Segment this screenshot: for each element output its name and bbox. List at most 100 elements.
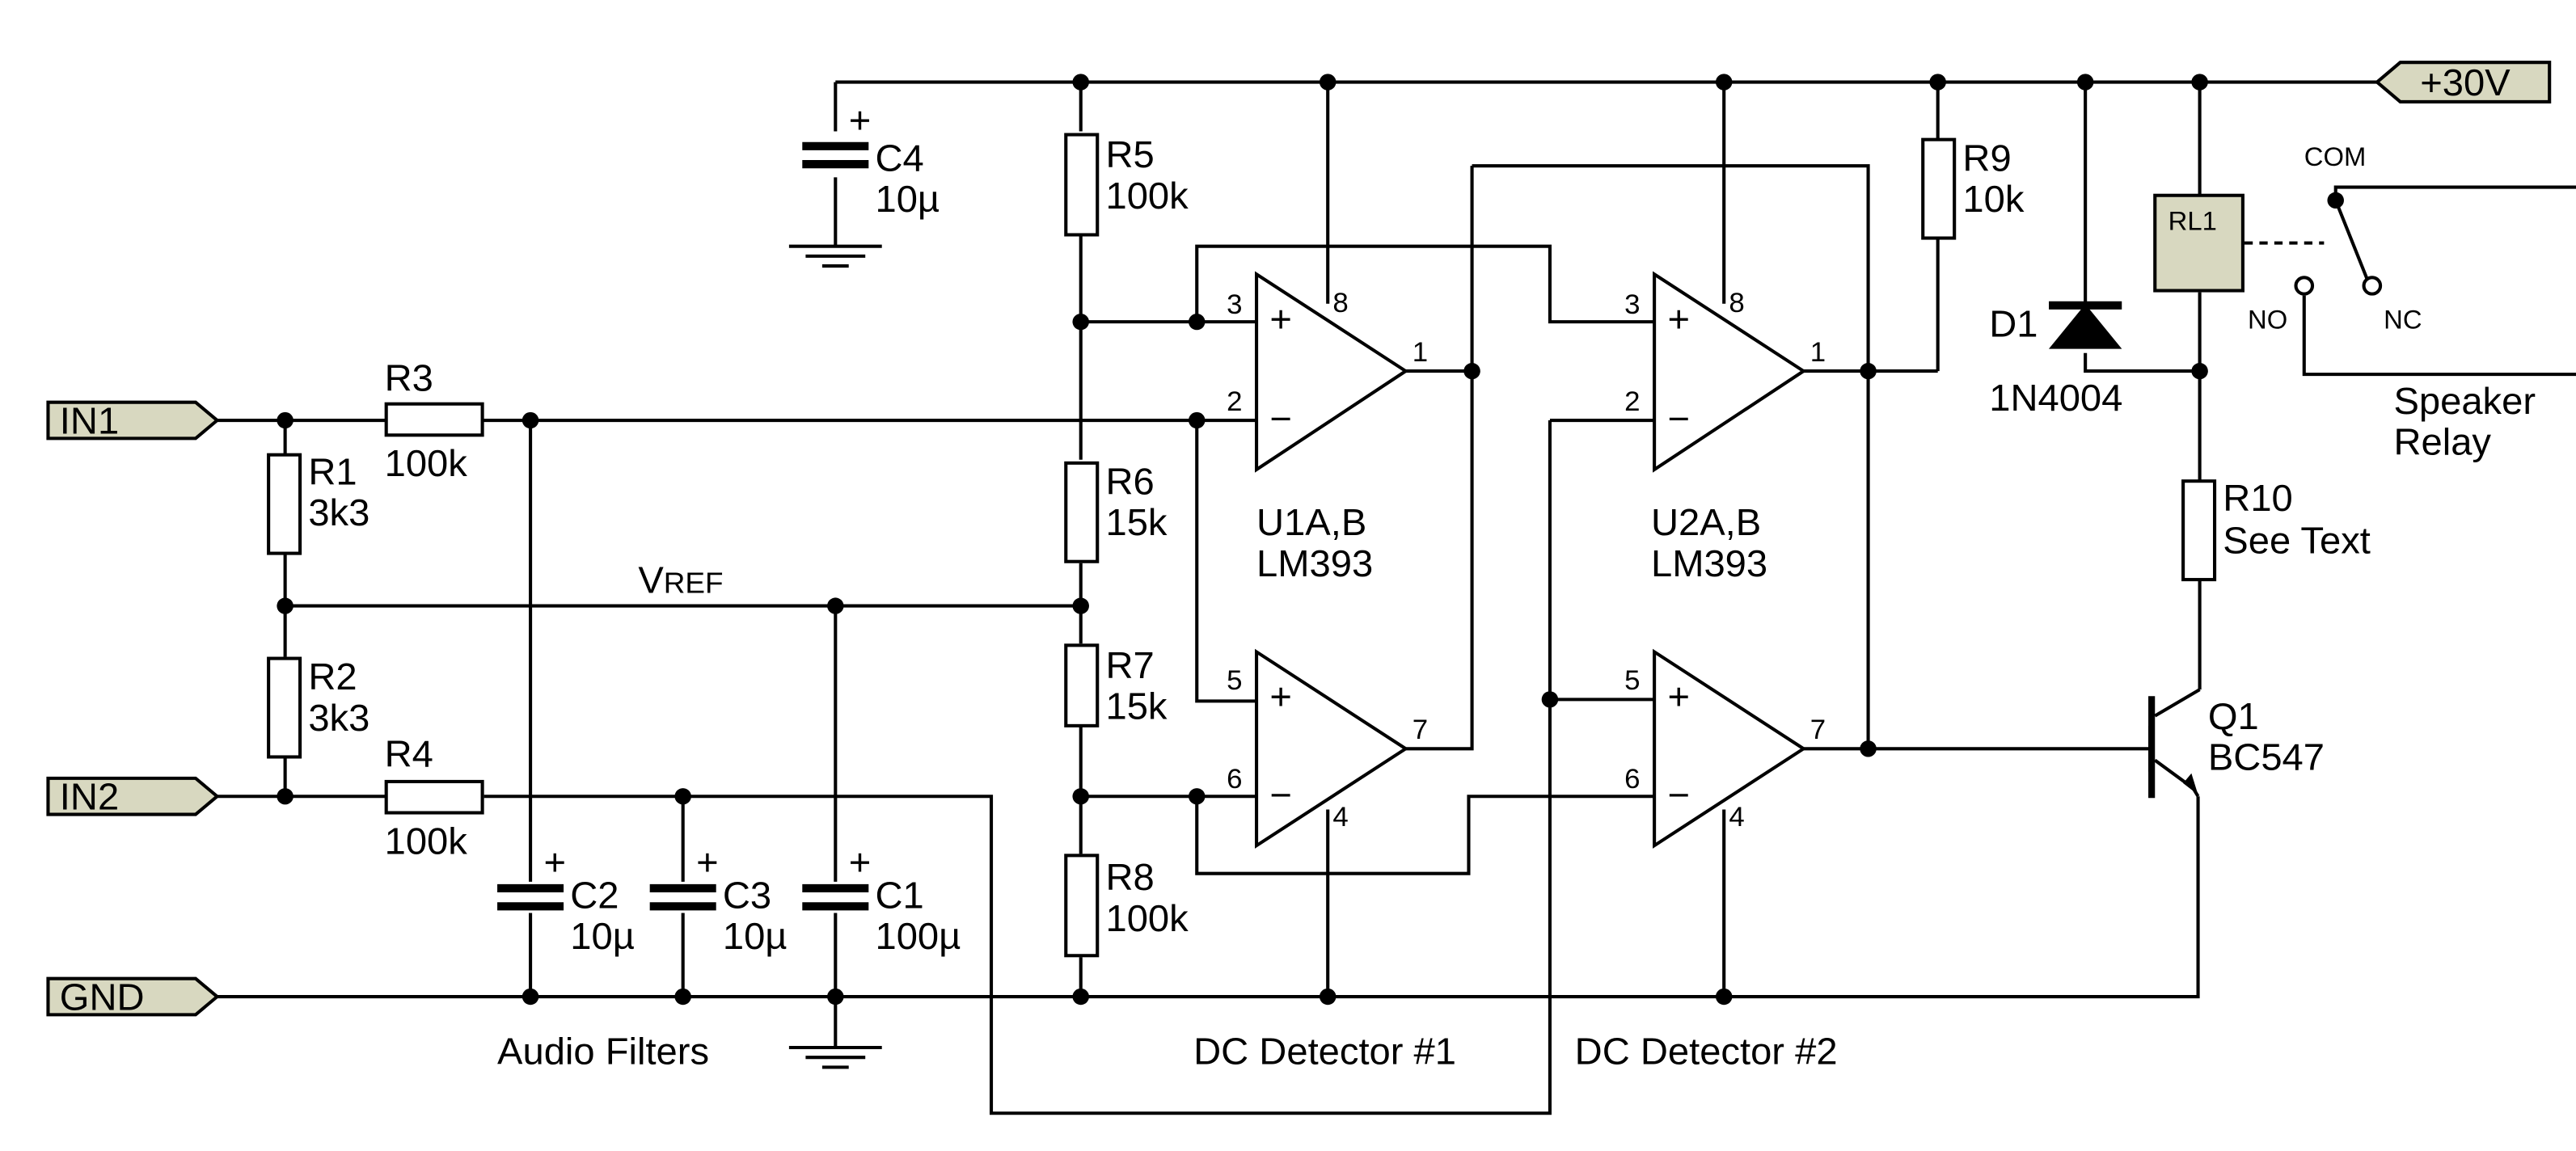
svg-text:R9: R9 [1962, 137, 2011, 179]
resistor-r3: R3 100k [384, 357, 484, 484]
svg-text:6: 6 [1624, 764, 1640, 795]
junction-dots [277, 74, 2344, 1006]
resistor-r5: R5 100k [1064, 133, 1189, 237]
svg-text:R5: R5 [1105, 133, 1154, 175]
svg-text:1N4004: 1N4004 [1989, 377, 2122, 419]
relay-rl1: RL1 COM NO NC Speaker Relay [2153, 141, 2536, 463]
ground-icon [788, 1045, 882, 1069]
svg-text:D1: D1 [1989, 303, 2038, 345]
svg-text:100k: 100k [385, 820, 468, 862]
svg-text:15k: 15k [1105, 685, 1168, 727]
svg-text:−: − [1667, 774, 1690, 816]
svg-text:15k: 15k [1105, 501, 1168, 543]
svg-text:NO: NO [2248, 304, 2287, 334]
svg-text:3k3: 3k3 [308, 491, 370, 533]
svg-text:BC547: BC547 [2208, 736, 2325, 778]
port-in2: IN2 [46, 776, 220, 818]
svg-text:C3: C3 [723, 875, 771, 917]
opamp-u1a: + − 3 2 1 8 [1227, 271, 1428, 473]
svg-text:+: + [1667, 676, 1690, 718]
svg-text:Q1: Q1 [2208, 695, 2259, 737]
svg-text:2: 2 [1227, 386, 1242, 417]
capacitor-c1: + C1 100µ [802, 841, 961, 957]
svg-text:U1A,B: U1A,B [1256, 501, 1366, 543]
svg-text:IN2: IN2 [60, 776, 119, 818]
svg-text:GND: GND [60, 976, 145, 1018]
svg-text:4: 4 [1332, 802, 1348, 833]
svg-text:+: + [1269, 676, 1292, 718]
svg-text:Speaker: Speaker [2393, 380, 2536, 422]
svg-text:3: 3 [1227, 289, 1242, 320]
svg-text:NC: NC [2384, 304, 2422, 334]
svg-text:R10: R10 [2223, 477, 2292, 519]
svg-text:IN1: IN1 [60, 399, 119, 441]
svg-text:C2: C2 [570, 875, 619, 917]
svg-text:LM393: LM393 [1651, 542, 1767, 584]
svg-text:7: 7 [1810, 715, 1826, 745]
svg-text:+: + [1667, 298, 1690, 340]
svg-text:+30V: +30V [2420, 61, 2511, 103]
svg-text:−: − [1269, 774, 1292, 816]
vref-label: VREF [638, 559, 723, 601]
capacitor-c3: + C3 10µ [649, 841, 787, 957]
opamp-labels: U1A,B LM393 U2A,B LM393 [1256, 501, 1767, 584]
svg-text:8: 8 [1332, 288, 1348, 318]
svg-text:100k: 100k [1105, 897, 1189, 939]
svg-text:+: + [849, 841, 872, 883]
svg-text:RL1: RL1 [2168, 206, 2217, 236]
svg-text:5: 5 [1227, 665, 1242, 696]
svg-text:1: 1 [1810, 337, 1826, 368]
opamp-u1b: + − 5 6 7 4 [1227, 648, 1428, 849]
resistor-r4: R4 100k [384, 733, 484, 862]
svg-text:100k: 100k [385, 442, 468, 484]
resistor-r7: R7 15k [1064, 643, 1168, 727]
section-dc-detector-1: DC Detector #1 [1193, 1031, 1456, 1073]
svg-text:U2A,B: U2A,B [1651, 501, 1761, 543]
svg-text:10µ: 10µ [570, 915, 635, 957]
resistor-r10: R10 See Text [2181, 477, 2371, 582]
svg-text:−: − [1269, 398, 1292, 440]
svg-text:VREF: VREF [638, 559, 723, 601]
svg-text:10µ: 10µ [876, 178, 940, 220]
svg-text:R7: R7 [1105, 644, 1154, 686]
svg-text:R4: R4 [385, 733, 433, 775]
svg-text:+: + [696, 841, 719, 883]
svg-text:R2: R2 [308, 656, 357, 698]
resistor-r8: R8 100k [1064, 854, 1189, 958]
svg-text:See Text: See Text [2223, 520, 2371, 562]
svg-text:10k: 10k [1962, 178, 2025, 220]
svg-text:−: − [1667, 398, 1690, 440]
capacitor-c4: + C4 10µ [802, 99, 940, 220]
svg-text:1: 1 [1413, 337, 1428, 368]
svg-text:3k3: 3k3 [308, 697, 370, 739]
svg-text:2: 2 [1624, 386, 1640, 417]
resistor-r1: R1 3k3 [267, 450, 370, 555]
svg-text:+: + [849, 99, 872, 141]
svg-text:+: + [1269, 298, 1292, 340]
svg-text:R6: R6 [1105, 461, 1154, 503]
svg-text:R8: R8 [1105, 856, 1154, 898]
capacitor-c2: + C2 10µ [497, 841, 635, 957]
transistor-q1: Q1 BC547 [2148, 695, 2325, 799]
svg-text:C4: C4 [876, 137, 924, 179]
svg-text:COM: COM [2304, 141, 2367, 171]
svg-text:R1: R1 [308, 450, 357, 492]
opamp-u2a: + − 3 2 1 8 [1624, 271, 1826, 473]
svg-text:Relay: Relay [2393, 421, 2491, 463]
svg-text:6: 6 [1227, 764, 1242, 795]
svg-text:3: 3 [1624, 289, 1640, 320]
svg-text:LM393: LM393 [1256, 542, 1373, 584]
resistor-r2: R2 3k3 [267, 656, 370, 759]
port-in1: IN1 [46, 399, 220, 441]
resistor-r9: R9 10k [1921, 137, 2025, 240]
opamp-u2b: + − 5 6 7 4 [1624, 648, 1826, 849]
svg-text:5: 5 [1624, 665, 1640, 696]
svg-text:7: 7 [1413, 715, 1428, 745]
svg-text:+: + [543, 841, 566, 883]
svg-text:4: 4 [1729, 802, 1744, 833]
section-dc-detector-2: DC Detector #2 [1575, 1031, 1838, 1073]
svg-text:8: 8 [1729, 288, 1744, 318]
svg-text:100µ: 100µ [876, 915, 961, 957]
resistor-r6: R6 15k [1064, 461, 1168, 563]
